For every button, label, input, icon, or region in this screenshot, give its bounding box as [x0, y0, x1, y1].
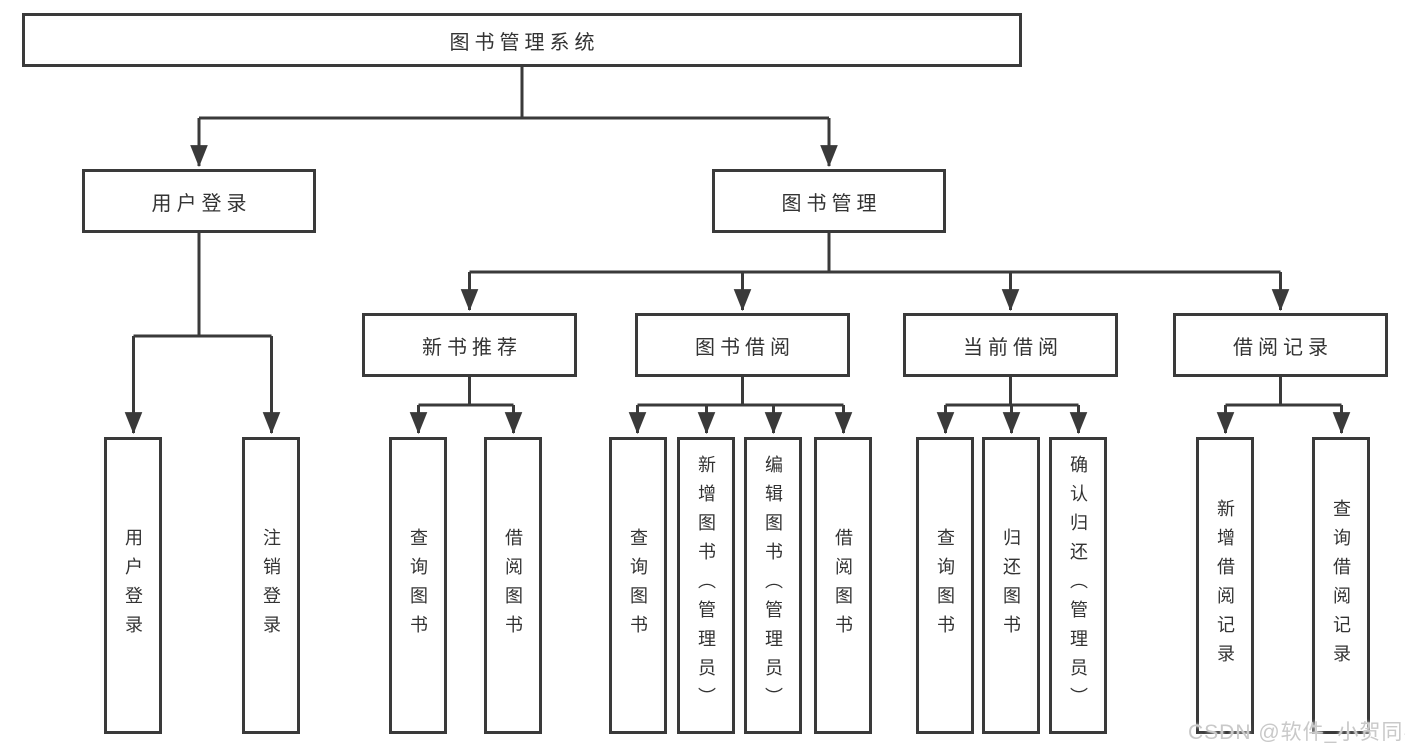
leaf-confirm-return-admin: 确认归还（管理员） — [1049, 437, 1107, 734]
node-book-borrow: 图书借阅 — [635, 313, 850, 377]
leaf-logout: 注销登录 — [242, 437, 300, 734]
node-label: 借阅图书 — [833, 527, 853, 644]
leaf-query-books-borrow: 查询图书 — [609, 437, 667, 734]
node-label: 借阅图书 — [503, 527, 523, 644]
node-current-borrow: 当前借阅 — [903, 313, 1118, 377]
node-label: 用户登录 — [151, 192, 252, 215]
node-root: 图书管理系统 — [22, 13, 1022, 67]
node-user-login: 用户登录 — [82, 169, 316, 233]
node-book-management: 图书管理 — [712, 169, 946, 233]
node-label: 注销登录 — [261, 527, 281, 644]
node-label: 用户登录 — [123, 527, 143, 644]
node-new-book-recommend: 新书推荐 — [362, 313, 577, 377]
node-label: 新书推荐 — [422, 336, 522, 359]
leaf-query-books-recommend: 查询图书 — [389, 437, 447, 734]
node-label: 图书借阅 — [695, 336, 795, 359]
leaf-borrow-books: 借阅图书 — [814, 437, 872, 734]
node-label: 编辑图书（管理员） — [763, 455, 783, 716]
node-borrow-records: 借阅记录 — [1173, 313, 1388, 377]
node-label: 归还图书 — [1001, 527, 1021, 644]
watermark: CSDN @软件_小贺同学 — [1188, 721, 1405, 744]
leaf-query-books-current: 查询图书 — [916, 437, 974, 734]
leaf-return-books: 归还图书 — [982, 437, 1040, 734]
node-label: 查询图书 — [628, 527, 648, 644]
leaf-borrow-books-recommend: 借阅图书 — [484, 437, 542, 734]
node-label: 查询借阅记录 — [1331, 498, 1351, 673]
node-label: 图书管理系统 — [449, 31, 600, 54]
leaf-edit-books-admin: 编辑图书（管理员） — [744, 437, 802, 734]
node-label: 当前借阅 — [963, 336, 1063, 359]
leaf-add-books-admin: 新增图书（管理员） — [677, 437, 735, 734]
node-label: 查询图书 — [408, 527, 428, 644]
node-label: 查询图书 — [935, 527, 955, 644]
node-label: 借阅记录 — [1233, 336, 1333, 359]
leaf-user-login: 用户登录 — [104, 437, 162, 734]
node-label: 图书管理 — [781, 192, 882, 215]
leaf-add-borrow-record: 新增借阅记录 — [1196, 437, 1254, 734]
node-label: 确认归还（管理员） — [1068, 455, 1088, 716]
node-label: 新增借阅记录 — [1215, 498, 1235, 673]
leaf-query-borrow-record: 查询借阅记录 — [1312, 437, 1370, 734]
node-label: 新增图书（管理员） — [696, 455, 716, 716]
